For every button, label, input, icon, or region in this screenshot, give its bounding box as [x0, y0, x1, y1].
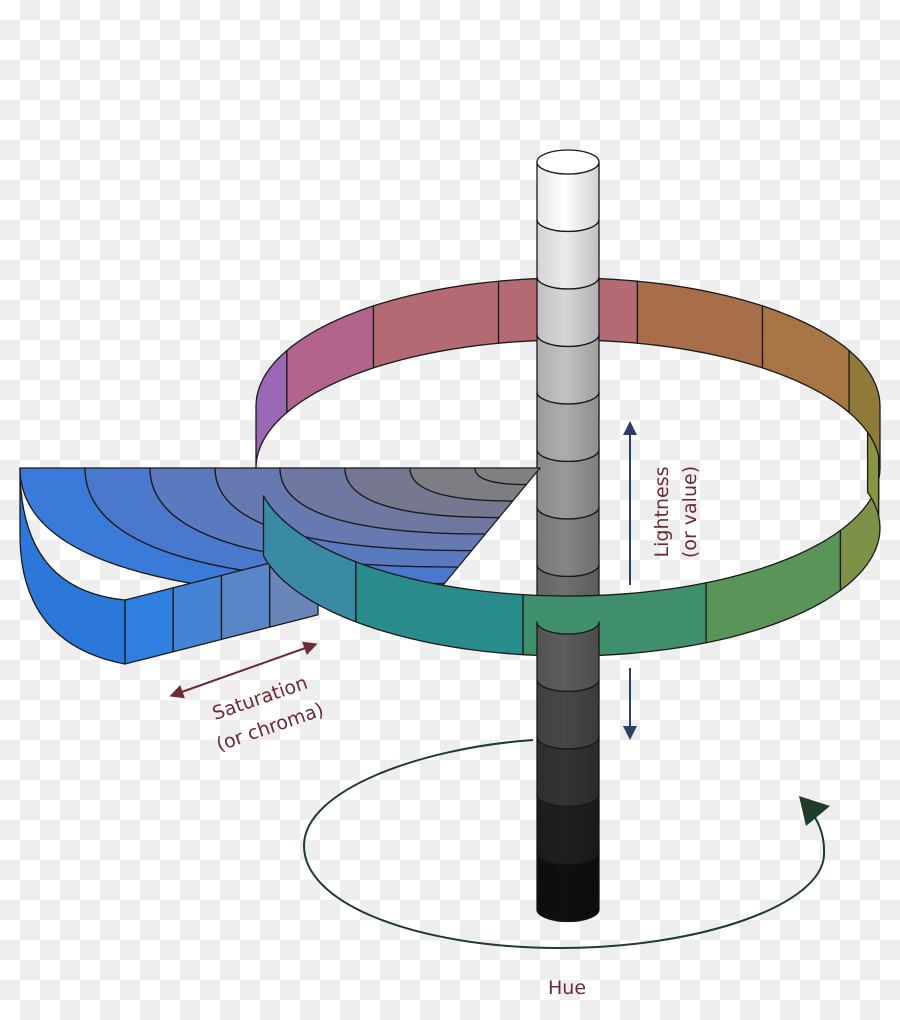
- lightness-segment-shade: [537, 794, 599, 864]
- hue-ring-end-segment: [866, 431, 880, 517]
- lightness-cylinder-lower: [536, 621, 600, 923]
- saturation-wedge-top-segment: [474, 467, 541, 486]
- hue-ring-back: [255, 277, 881, 469]
- lightness-segment-shade: [537, 219, 599, 289]
- lightness-segment-shade: [537, 507, 599, 577]
- lightness-segment-shade: [537, 277, 599, 347]
- hue-arrow: [302, 739, 826, 950]
- hue-ring-back-segment: [255, 349, 288, 469]
- saturation-wedge-front-segment: [124, 587, 174, 665]
- lightness-label-line2: (or value): [679, 466, 701, 558]
- lightness-axis: Lightness (or value): [623, 421, 701, 740]
- lightness-segment-shade: [537, 449, 599, 519]
- lightness-segment-shade: [537, 334, 599, 404]
- saturation-wedge-front-segment: [172, 574, 223, 653]
- lightness-cylinder: [536, 149, 600, 635]
- lightness-segment-shade: [537, 622, 599, 692]
- hue-ring-back-segment: [636, 280, 764, 369]
- hue-ring-back-segment: [372, 280, 500, 369]
- lightness-segment-shade: [537, 679, 599, 749]
- saturation-wedge-front-segment: [220, 562, 271, 641]
- saturation-axis: Saturation (or chroma): [169, 641, 327, 756]
- lightness-segment-shade: [537, 737, 599, 807]
- lightness-cylinder-cap: [536, 149, 600, 175]
- hue-axis: Hue: [302, 739, 830, 999]
- hue-arrowhead: [799, 796, 830, 826]
- hue-label: Hue: [548, 977, 586, 999]
- hue-ring-back-segment: [761, 305, 850, 414]
- lightness-segment-shade: [537, 852, 599, 922]
- hue-ring-front-segment: [705, 529, 842, 644]
- saturation-arrow: [169, 641, 318, 699]
- saturation-wedge-outer-face: [19, 467, 126, 665]
- lightness-segment-shade: [537, 162, 599, 232]
- lightness-label-line1: Lightness: [651, 467, 673, 558]
- hue-ring-back-segment: [286, 305, 375, 414]
- lightness-segment-shade: [537, 392, 599, 462]
